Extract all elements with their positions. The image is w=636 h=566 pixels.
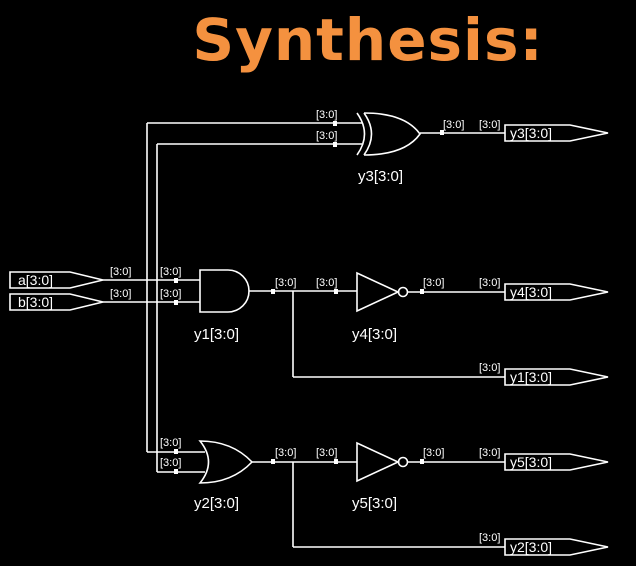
slide-title: Synthesis: (192, 6, 544, 74)
output-y1-label: y1[3:0] (510, 369, 552, 385)
bus-label: [3:0] (479, 362, 500, 374)
output-port-y4: y4[3:0] (504, 283, 609, 301)
junction-dots (174, 121, 444, 474)
input-wires (103, 122, 362, 473)
bus-labels: [3:0] [3:0] [3:0] [3:0] [3:0] [3:0] [3:0… (110, 109, 500, 544)
output-y3-label: y3[3:0] (510, 125, 552, 141)
or-gate: y2[3:0] (194, 440, 505, 548)
input-port-b: b[3:0] (9, 293, 104, 311)
inverter-bottom-label: y5[3:0] (352, 495, 397, 512)
output-port-y3: y3[3:0] (504, 124, 609, 142)
output-y5-label: y5[3:0] (510, 454, 552, 470)
bus-label: [3:0] (479, 277, 500, 289)
bus-label: [3:0] (110, 266, 131, 278)
inverter-top: y4[3:0] (352, 271, 505, 343)
bus-label: [3:0] (479, 532, 500, 544)
input-a-label: a[3:0] (18, 272, 53, 288)
bus-label: [3:0] (275, 447, 296, 459)
bus-label: [3:0] (160, 457, 181, 469)
bus-label: [3:0] (275, 277, 296, 289)
bus-label: [3:0] (316, 109, 337, 121)
bus-label: [3:0] (316, 277, 337, 289)
output-y2-label: y2[3:0] (510, 539, 552, 555)
bus-label: [3:0] (160, 288, 181, 300)
bus-label: [3:0] (443, 119, 464, 131)
bus-label: [3:0] (110, 288, 131, 300)
xor-instance-label: y3[3:0] (358, 168, 403, 185)
bus-label: [3:0] (479, 119, 500, 131)
bus-label: [3:0] (479, 447, 500, 459)
bus-label: [3:0] (316, 447, 337, 459)
and-instance-label: y1[3:0] (194, 326, 239, 343)
input-b-label: b[3:0] (18, 294, 53, 310)
output-port-y1: y1[3:0] (504, 368, 609, 386)
bus-label: [3:0] (160, 266, 181, 278)
bus-label: [3:0] (316, 130, 337, 142)
bus-label: [3:0] (423, 277, 444, 289)
output-port-y5: y5[3:0] (504, 453, 609, 471)
bus-label: [3:0] (160, 437, 181, 449)
bus-label: [3:0] (423, 447, 444, 459)
input-port-a: a[3:0] (9, 271, 104, 289)
output-port-y2: y2[3:0] (504, 538, 609, 556)
inverter-top-label: y4[3:0] (352, 326, 397, 343)
or-instance-label: y2[3:0] (194, 495, 239, 512)
and-gate: y1[3:0] (194, 269, 505, 378)
inverter-bottom: y5[3:0] (352, 441, 505, 512)
xor-gate: y3[3:0] (356, 112, 505, 185)
output-y4-label: y4[3:0] (510, 284, 552, 300)
